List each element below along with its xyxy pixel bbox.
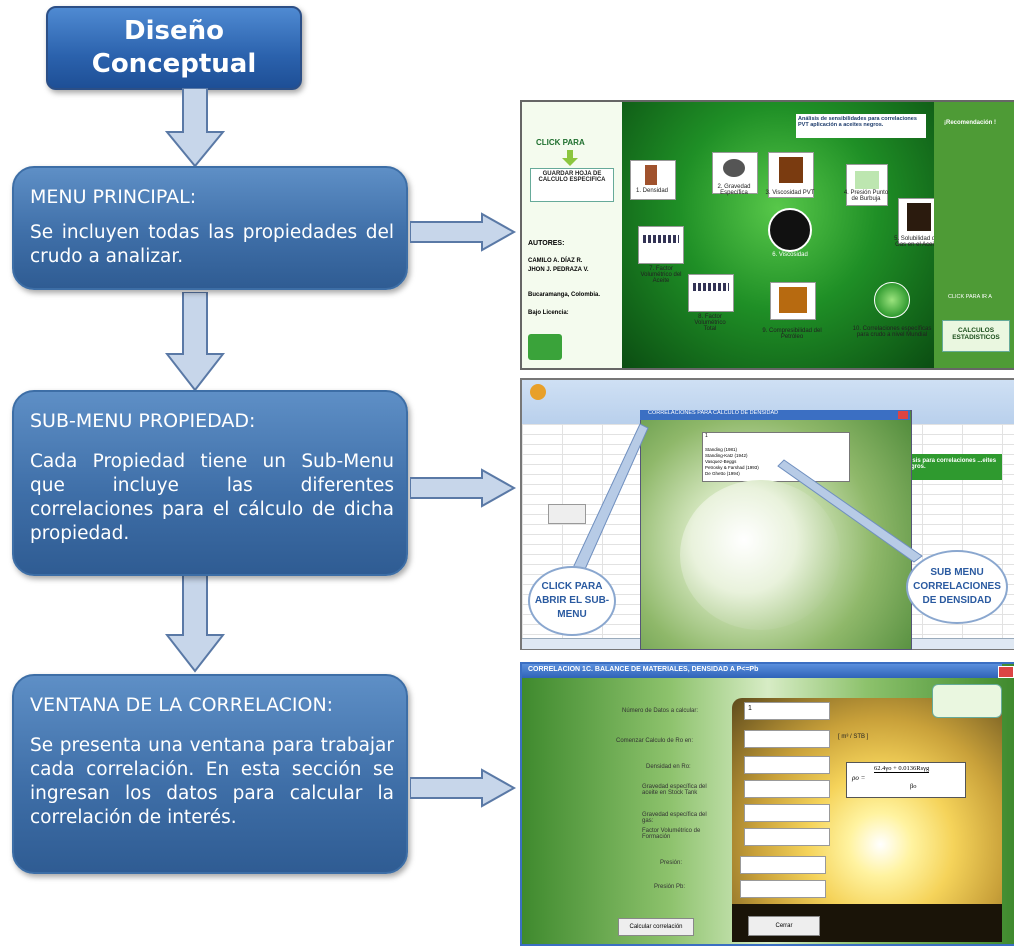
property-thumb[interactable]	[898, 198, 940, 244]
calculos-button[interactable]: CALCULOS ESTADISTICOS	[942, 320, 1010, 352]
input-gravedad-aceite[interactable]	[744, 780, 830, 798]
formula-numerator: 62.4γo + 0.0136Rsγg	[874, 765, 930, 773]
dialog-title: CORRELACIONES PARA CALCULO DE DENSIDAD	[640, 410, 910, 420]
section-body: Se presenta una ventana para trabajar ca…	[30, 735, 394, 828]
section-sub-menu: SUB-MENU PROPIEDAD: Cada Propiedad tiene…	[12, 390, 408, 576]
dialog-close-icon[interactable]	[898, 411, 908, 419]
input-value: 1	[748, 705, 752, 712]
license-label: Bajo Licencia:	[528, 310, 569, 316]
property-thumb[interactable]	[874, 282, 910, 318]
input-gravedad-gas[interactable]	[744, 804, 830, 822]
down-arrow-small-icon	[562, 150, 578, 166]
field-label: Presión Pb:	[654, 884, 686, 890]
right-arrow-3	[410, 768, 517, 808]
sheet-button[interactable]	[548, 504, 586, 524]
excel-office-button[interactable]	[530, 384, 546, 400]
main-menu-sidebar	[522, 102, 623, 368]
globe-image	[680, 480, 840, 630]
main-menu-header: Análisis de sensibilidades para correlac…	[796, 114, 926, 138]
property-thumb[interactable]	[770, 282, 816, 320]
field-label: Número de Datos a calcular:	[622, 708, 699, 714]
property-label: 3. Viscosidad PVT	[765, 190, 815, 196]
property-label: 6. Viscosidad	[772, 252, 808, 258]
window-title: CORRELACION 1C. BALANCE DE MATERIALES, D…	[522, 664, 1002, 678]
section-ventana: VENTANA DE LA CORRELACION: Se presenta u…	[12, 674, 408, 874]
field-label: Presión:	[660, 860, 683, 866]
section-heading: SUB-MENU PROPIEDAD:	[30, 410, 256, 432]
list-item[interactable]: De Ghetto (1994)	[705, 471, 740, 476]
right-arrow-1	[410, 212, 517, 252]
section-body: Cada Propiedad tiene un Sub-Menu que inc…	[30, 451, 394, 544]
formula-box	[846, 762, 966, 798]
property-thumb[interactable]	[768, 152, 814, 198]
formula-lhs: ρo =	[852, 774, 866, 782]
formula-denominator: βo	[910, 783, 917, 790]
field-label: Factor Volumétrico de Formación	[642, 828, 701, 840]
list-item[interactable]: Standing-Katz (1942)	[705, 453, 748, 458]
app-logo	[932, 684, 1002, 718]
field-label: Gravedad específica del gas:	[642, 812, 707, 824]
screenshot-correlation-window: CORRELACION 1C. BALANCE DE MATERIALES, D…	[520, 662, 1014, 946]
field-label: Densidad en Ro:	[646, 764, 691, 770]
excel-green-banner	[902, 454, 1002, 480]
title-box: Diseño Conceptual	[46, 6, 302, 90]
callout-sub-menu-correlaciones: SUB MENU CORRELACIONES DE DENSIDAD	[906, 550, 1008, 624]
input-presion[interactable]	[740, 856, 826, 874]
down-arrow-3	[165, 575, 225, 673]
section-body: Se incluyen todas las propiedades del cr…	[30, 222, 394, 267]
autores-label: AUTORES:	[528, 240, 565, 247]
input-presion-pb[interactable]	[740, 880, 826, 898]
section-heading: MENU PRINCIPAL:	[30, 186, 197, 208]
property-thumb[interactable]	[630, 160, 676, 200]
property-thumb[interactable]	[846, 164, 888, 206]
property-label: 8. Factor Volumétrico Total	[694, 314, 726, 332]
page-title: Diseño Conceptual	[91, 16, 257, 79]
list-item[interactable]: 1	[705, 433, 708, 439]
cerrar-button[interactable]: Cerrar	[748, 916, 820, 936]
guardar-button[interactable]: GUARDAR HOJA DE CALCULO ESPECIFICA	[530, 168, 614, 202]
screenshot-sub-menu: ...lisis para correlaciones ...eites neg…	[520, 378, 1014, 650]
list-item[interactable]: Petrosky & Farshad (1993)	[705, 465, 759, 470]
section-menu-principal: MENU PRINCIPAL: Se incluyen todas las pr…	[12, 166, 408, 290]
input-comenzar[interactable]	[744, 730, 830, 748]
section-heading: VENTANA DE LA CORRELACION:	[30, 694, 334, 716]
property-label: 5. Solubilidad del Gas en el Aceite	[894, 236, 940, 248]
property-thumb[interactable]	[768, 208, 812, 252]
input-num-datos[interactable]: 1	[744, 702, 830, 720]
city-label: Bucaramanga, Colombia.	[528, 292, 601, 298]
units-label: [ m³ / STB ]	[838, 734, 869, 740]
author-2: JHON J. PEDRAZA V.	[528, 267, 589, 273]
screenshot-main-menu: CLICK PARA GUARDAR HOJA DE CALCULO ESPEC…	[520, 100, 1014, 370]
property-label: 4. Presión Punto de Burbuja	[843, 190, 889, 202]
down-arrow-1	[165, 88, 225, 168]
author-1: CAMILO A. DÍAZ R.	[528, 258, 583, 264]
callout-click-para-abrir: CLICK PARA ABRIR EL SUB-MENU	[528, 566, 616, 636]
property-label: 9. Compresibilidad del Petróleo	[762, 328, 822, 340]
click-para-ir-label: CLICK PARA IR A	[948, 294, 992, 300]
callout-pointers	[571, 423, 923, 577]
click-para-label: CLICK PARA	[536, 138, 585, 147]
input-factor-volumetrico[interactable]	[744, 828, 830, 846]
license-logo	[528, 334, 562, 360]
property-label: 10. Correlaciones específicas para crudo…	[852, 326, 932, 338]
property-label: 7. Factor Volumétrico del Aceite	[640, 266, 682, 284]
down-arrow-2	[165, 292, 225, 392]
field-label: Gravedad específica del aceite en Stock …	[642, 784, 707, 796]
list-item[interactable]: Vasquez-Beggs	[705, 459, 737, 464]
property-thumb[interactable]	[712, 152, 758, 194]
list-item[interactable]: Standing (1981)	[705, 447, 738, 452]
property-thumb[interactable]	[638, 226, 684, 264]
calcular-button[interactable]: Calcular correlación	[618, 918, 694, 936]
property-label: 2. Gravedad Específica	[717, 184, 751, 196]
property-thumb[interactable]	[688, 274, 734, 312]
field-label: Comenzar Calculo de Ro en:	[616, 738, 694, 744]
property-label: 1. Densidad	[635, 188, 669, 194]
window-close-icon[interactable]	[998, 666, 1014, 678]
input-densidad[interactable]	[744, 756, 830, 774]
side-banner-text: ...lisis para correlaciones ...eites neg…	[904, 458, 997, 470]
recommend-label: ¡Recomendación !	[944, 120, 997, 126]
right-arrow-2	[410, 468, 517, 508]
